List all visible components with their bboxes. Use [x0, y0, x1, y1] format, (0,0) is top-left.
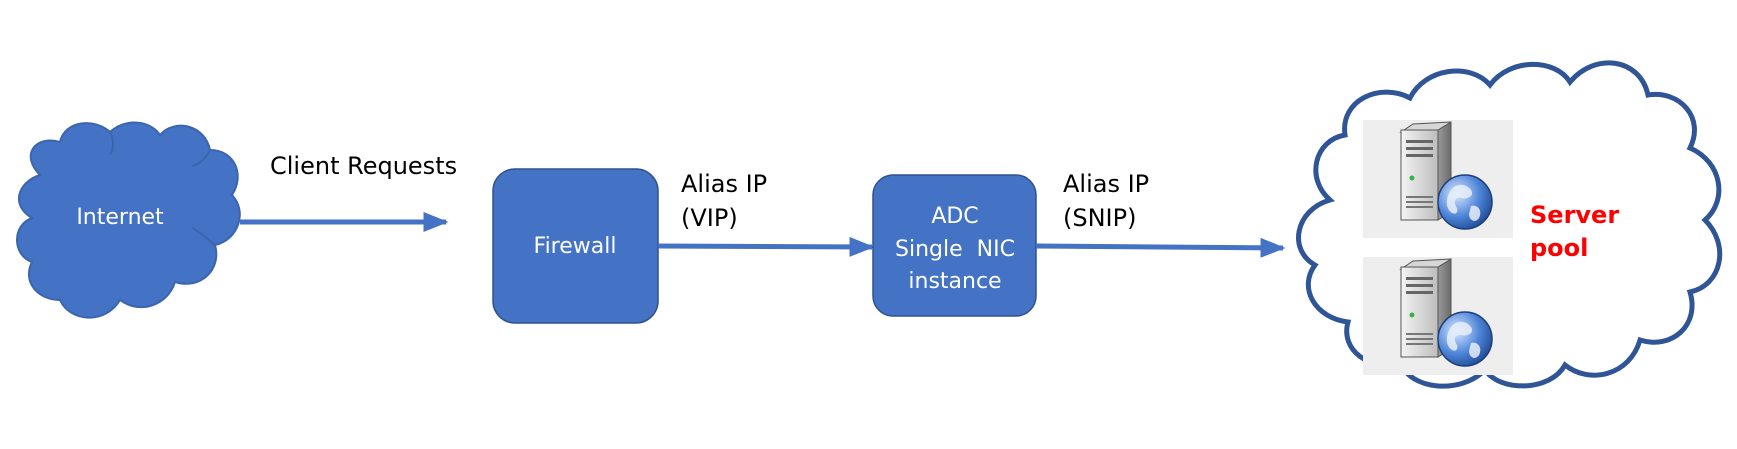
internet-cloud-fold-1	[109, 131, 114, 156]
arrow-adc-to-server-pool	[1035, 237, 1286, 258]
adc-label-line3: instance	[908, 269, 1001, 294]
firewall-label: Firewall	[534, 234, 617, 259]
alias-vip-label-line1: Alias IP	[681, 170, 767, 198]
adc-box	[872, 174, 1037, 317]
internet-cloud-fold-3	[191, 227, 216, 246]
internet-cloud	[16, 121, 241, 319]
server-globe-icon	[1362, 256, 1514, 376]
server-globe-icon	[1362, 119, 1514, 239]
adc-label-line2: Single NIC	[895, 237, 1015, 262]
adc-label-line1: ADC	[931, 204, 978, 229]
alias-vip-label-line2: (VIP)	[681, 204, 738, 232]
internet-cloud-fold-2	[191, 149, 211, 167]
server-pool-label-line1: Server	[1530, 201, 1619, 229]
alias-snip-label-line2: (SNIP)	[1063, 204, 1136, 232]
server-pool-label-line2: pool	[1530, 234, 1588, 262]
arrow-firewall-to-adc	[657, 236, 875, 257]
internet-label: Internet	[76, 205, 164, 230]
alias-snip-label-line1: Alias IP	[1063, 170, 1149, 198]
client-requests-label: Client Requests	[270, 152, 457, 180]
